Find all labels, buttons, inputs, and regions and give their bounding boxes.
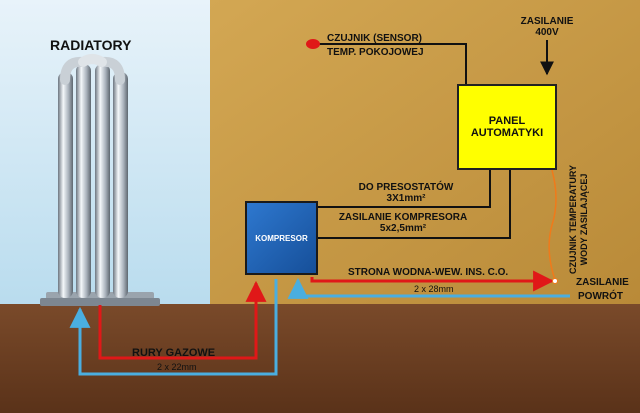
ground-area — [0, 304, 640, 413]
sensor-dot-icon — [306, 39, 320, 49]
compressor-supply-label: ZASILANIE KOMPRESORA 5x2,5mm² — [328, 212, 478, 234]
sensor-line — [318, 43, 467, 84]
automation-panel: PANEL AUTOMATYKI — [457, 84, 557, 170]
radiator-icon — [40, 54, 160, 306]
gas-pipe-red — [98, 280, 267, 360]
gas-pipe-blue — [69, 279, 278, 376]
supply-label: ZASILANIE — [520, 16, 574, 27]
compressor-label: KOMPRESOR — [255, 233, 308, 243]
sensor-label: CZUJNIK (SENSOR) — [327, 33, 423, 44]
compressor-supply-line1: ZASILANIE KOMPRESORA — [338, 212, 468, 223]
presostat-line2: 3X1mm² — [386, 193, 426, 204]
water-return-pipe — [287, 277, 570, 299]
water-supply-pipe — [310, 270, 555, 292]
presostat-label: DO PRESOSTATÓW 3X1mm² — [346, 182, 466, 204]
gas-pipe-size: 2 x 22mm — [157, 362, 197, 372]
water-temp-sensor-dot-icon — [552, 278, 558, 284]
compressor-supply-line — [318, 170, 511, 239]
water-side-label: STRONA WODNA-WEW. INS. C.O. — [348, 267, 509, 278]
presostat-line1: DO PRESOSTATÓW — [358, 182, 454, 193]
supply-voltage-value: 400V — [535, 27, 559, 38]
water-temp-sensor-label: CZUJNIK TEMPERATURY WODY ZASILAJĄCEJ — [568, 165, 590, 274]
water-temp-sensor-wire — [548, 169, 557, 281]
water-temp-sensor-line2: WODY ZASILAJĄCEJ — [579, 173, 589, 266]
radiators-title: RADIATORY — [50, 37, 132, 53]
compressor-box: KOMPRESOR — [245, 201, 318, 275]
panel-label-line1: PANEL — [488, 115, 526, 127]
gas-pipes-label: RURY GAZOWE — [132, 347, 216, 359]
presostat-line — [318, 170, 491, 208]
return-in-label: POWRÓT — [578, 291, 623, 302]
water-temp-sensor-line1: CZUJNIK TEMPERATURY — [568, 164, 578, 274]
compressor-supply-line2: 5x2,5mm² — [379, 223, 427, 234]
supply-out-label: ZASILANIE — [576, 277, 629, 288]
supply-voltage-title: ZASILANIE 400V — [516, 16, 578, 38]
panel-label-line2: AUTOMATYKI — [470, 127, 544, 139]
water-pipes-size: 2 x 28mm — [414, 284, 454, 294]
room-temp-label: TEMP. POKOJOWEJ — [327, 47, 424, 58]
